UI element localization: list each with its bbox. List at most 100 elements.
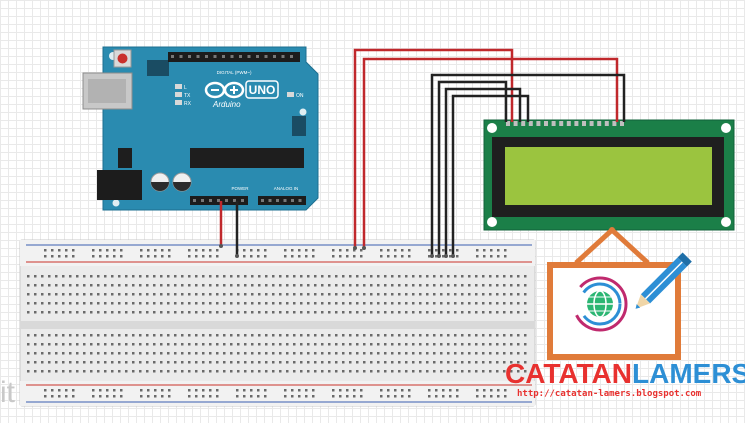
breadboard-hole: [237, 352, 240, 355]
header-pin: [196, 55, 200, 58]
breadboard-hole: [272, 361, 275, 364]
on-led-label: ON: [296, 93, 304, 99]
breadboard-hole: [216, 389, 219, 392]
breadboard-hole: [118, 311, 121, 314]
breadboard-hole: [202, 334, 205, 337]
breadboard-hole: [27, 275, 30, 278]
breadboard-center-channel: [20, 321, 535, 329]
breadboard-hole: [370, 302, 373, 305]
breadboard-hole: [426, 293, 429, 296]
breadboard-hole: [125, 370, 128, 373]
breadboard-hole: [391, 275, 394, 278]
breadboard-hole: [335, 334, 338, 337]
breadboard-hole: [503, 284, 506, 287]
breadboard-hole: [265, 302, 268, 305]
breadboard-hole: [408, 389, 411, 392]
digital-pwm-label: DIGITAL (PWM~): [217, 70, 252, 75]
header-pin: [201, 199, 204, 202]
breadboard-hole: [257, 255, 260, 258]
breadboard-hole: [258, 293, 261, 296]
breadboard-hole: [363, 284, 366, 287]
header-pin: [233, 199, 236, 202]
header-pin: [298, 199, 302, 202]
breadboard-hole: [300, 343, 303, 346]
breadboard-hole: [387, 395, 390, 398]
breadboard-hole: [244, 275, 247, 278]
breadboard-hole: [181, 293, 184, 296]
breadboard-hole: [132, 343, 135, 346]
led-label: L: [184, 85, 187, 91]
wires: [219, 48, 626, 258]
breadboard-hole: [489, 293, 492, 296]
breadboard-hole: [307, 284, 310, 287]
breadboard-hole: [447, 361, 450, 364]
breadboard-hole: [328, 361, 331, 364]
breadboard-hole: [153, 284, 156, 287]
breadboard-hole: [412, 334, 415, 337]
breadboard-hole: [384, 275, 387, 278]
breadboard-hole: [307, 334, 310, 337]
frame-hanger-right: [610, 228, 650, 265]
breadboard-hole: [216, 352, 219, 355]
breadboard-hole: [300, 311, 303, 314]
breadboard-hole: [168, 249, 171, 252]
breadboard-hole: [230, 343, 233, 346]
breadboard-hole: [314, 352, 317, 355]
breadboard-hole: [216, 361, 219, 364]
breadboard-hole: [76, 302, 79, 305]
breadboard-hole: [202, 293, 205, 296]
breadboard-hole: [349, 352, 352, 355]
breadboard-hole: [113, 249, 116, 252]
breadboard-hole: [202, 343, 205, 346]
breadboard-hole: [90, 370, 93, 373]
breadboard-hole: [209, 395, 212, 398]
breadboard-hole: [251, 334, 254, 337]
breadboard-hole: [363, 370, 366, 373]
breadboard-hole: [321, 370, 324, 373]
breadboard-hole: [321, 275, 324, 278]
breadboard-hole: [272, 370, 275, 373]
breadboard-hole: [291, 249, 294, 252]
breadboard-hole: [291, 255, 294, 258]
breadboard-hole: [250, 395, 253, 398]
breadboard-hole: [237, 302, 240, 305]
breadboard-hole: [272, 302, 275, 305]
breadboard-hole: [497, 255, 500, 258]
breadboard-hole: [83, 334, 86, 337]
header-pin: [261, 199, 264, 202]
breadboard-hole: [62, 311, 65, 314]
breadboard-hole: [27, 361, 30, 364]
breadboard-hole: [48, 284, 51, 287]
breadboard-hole: [305, 395, 308, 398]
breadboard-hole: [92, 255, 95, 258]
breadboard-hole: [153, 302, 156, 305]
breadboard-hole: [76, 275, 79, 278]
breadboard-hole: [328, 343, 331, 346]
breadboard-hole: [524, 275, 527, 278]
breadboard-hole: [195, 352, 198, 355]
breadboard-hole: [83, 284, 86, 287]
breadboard-hole: [34, 370, 37, 373]
header-pin: [256, 55, 259, 58]
breadboard-hole: [314, 370, 317, 373]
breadboard-hole: [97, 361, 100, 364]
breadboard-hole: [265, 311, 268, 314]
breadboard-hole: [244, 370, 247, 373]
breadboard-hole: [118, 352, 121, 355]
breadboard-hole: [44, 395, 47, 398]
breadboard-hole: [139, 293, 142, 296]
breadboard-hole: [482, 370, 485, 373]
header-pin: [268, 199, 272, 202]
breadboard-hole: [394, 395, 397, 398]
breadboard-hole: [51, 255, 54, 258]
breadboard-hole: [377, 284, 380, 287]
breadboard-hole: [140, 255, 143, 258]
breadboard-hole: [106, 389, 109, 392]
breadboard-hole: [384, 284, 387, 287]
breadboard-hole: [489, 275, 492, 278]
breadboard-hole: [55, 275, 58, 278]
breadboard-hole: [223, 302, 226, 305]
breadboard-hole: [497, 389, 500, 392]
breadboard-hole: [408, 395, 411, 398]
breadboard-hole: [69, 293, 72, 296]
